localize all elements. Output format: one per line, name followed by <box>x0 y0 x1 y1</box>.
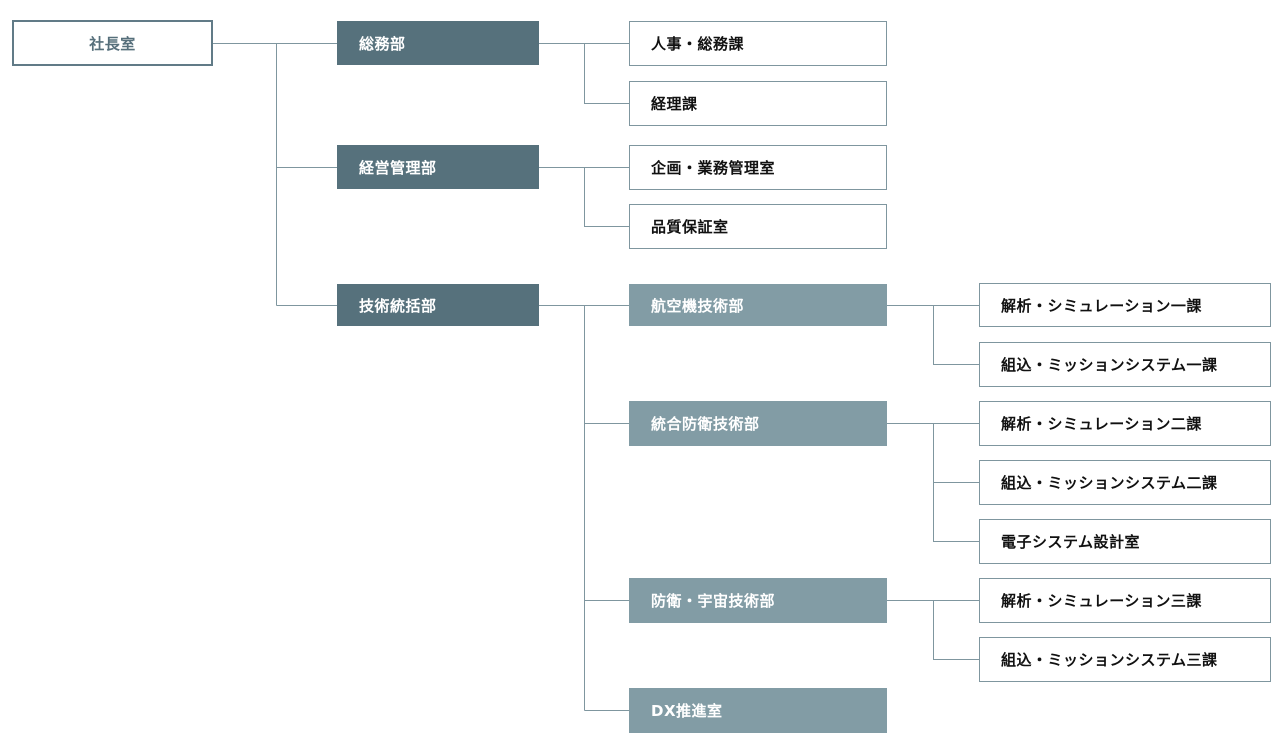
org-box-label: 解析・シミュレーション三課 <box>1001 592 1202 610</box>
org-box-label: 電子システム設計室 <box>1001 533 1141 551</box>
org-box-section: 組込・ミッションシステム三課 <box>979 637 1271 682</box>
org-box-section: 解析・シミュレーション二課 <box>979 401 1271 446</box>
org-box-label: 統合防衛技術部 <box>651 415 760 433</box>
org-box-label: 防衛・宇宙技術部 <box>651 592 776 610</box>
org-box-section: 解析・シミュレーション一課 <box>979 283 1271 327</box>
org-box-subdepartment: 航空機技術部 <box>629 284 887 326</box>
org-box-section: 組込・ミッションシステム一課 <box>979 342 1271 387</box>
connector-uchuu-sections <box>887 600 979 660</box>
org-box-label: 経理課 <box>651 95 698 113</box>
org-box-section: 解析・シミュレーション三課 <box>979 578 1271 623</box>
org-box-label: 技術統括部 <box>359 296 437 315</box>
org-box-label: 総務部 <box>359 34 406 53</box>
org-box-label: 企画・業務管理室 <box>651 159 776 177</box>
org-box-label: 航空機技術部 <box>651 296 745 315</box>
org-box-section: 企画・業務管理室 <box>629 145 887 190</box>
org-box-label: 解析・シミュレーション二課 <box>1001 415 1202 433</box>
connector-soumu-sections <box>539 43 629 104</box>
org-box-label: 組込・ミッションシステム一課 <box>1001 356 1218 374</box>
org-box-department: 総務部 <box>337 21 539 65</box>
org-box-label: 経営管理部 <box>359 158 437 177</box>
org-box-subdepartment: 防衛・宇宙技術部 <box>629 578 887 623</box>
org-box-subdepartment: DX推進室 <box>629 688 887 733</box>
org-box-section: 経理課 <box>629 81 887 126</box>
connector-root-to-departments <box>213 43 337 306</box>
connector-tougou-sections <box>887 423 979 542</box>
connector-koukuuki-sections <box>887 305 979 365</box>
org-box-label: DX推進室 <box>651 702 723 720</box>
org-box-section: 品質保証室 <box>629 204 887 249</box>
org-box-department: 技術統括部 <box>337 284 539 326</box>
org-box-label: 組込・ミッションシステム三課 <box>1001 651 1218 669</box>
org-box-section: 人事・総務課 <box>629 21 887 66</box>
org-box-department: 経営管理部 <box>337 145 539 189</box>
connector-keiei-sections <box>539 167 629 227</box>
org-box-label: 品質保証室 <box>651 218 729 236</box>
org-box-label: 人事・総務課 <box>651 35 745 53</box>
org-box-label: 組込・ミッションシステム二課 <box>1001 474 1218 492</box>
connector-gijutsu-subdepartments <box>539 305 629 711</box>
org-box-label: 社長室 <box>89 34 136 53</box>
org-box-president-office: 社長室 <box>12 20 213 66</box>
org-box-label: 解析・シミュレーション一課 <box>1001 296 1202 315</box>
org-box-section: 組込・ミッションシステム二課 <box>979 460 1271 505</box>
org-box-subdepartment: 統合防衛技術部 <box>629 401 887 446</box>
org-box-section: 電子システム設計室 <box>979 519 1271 564</box>
